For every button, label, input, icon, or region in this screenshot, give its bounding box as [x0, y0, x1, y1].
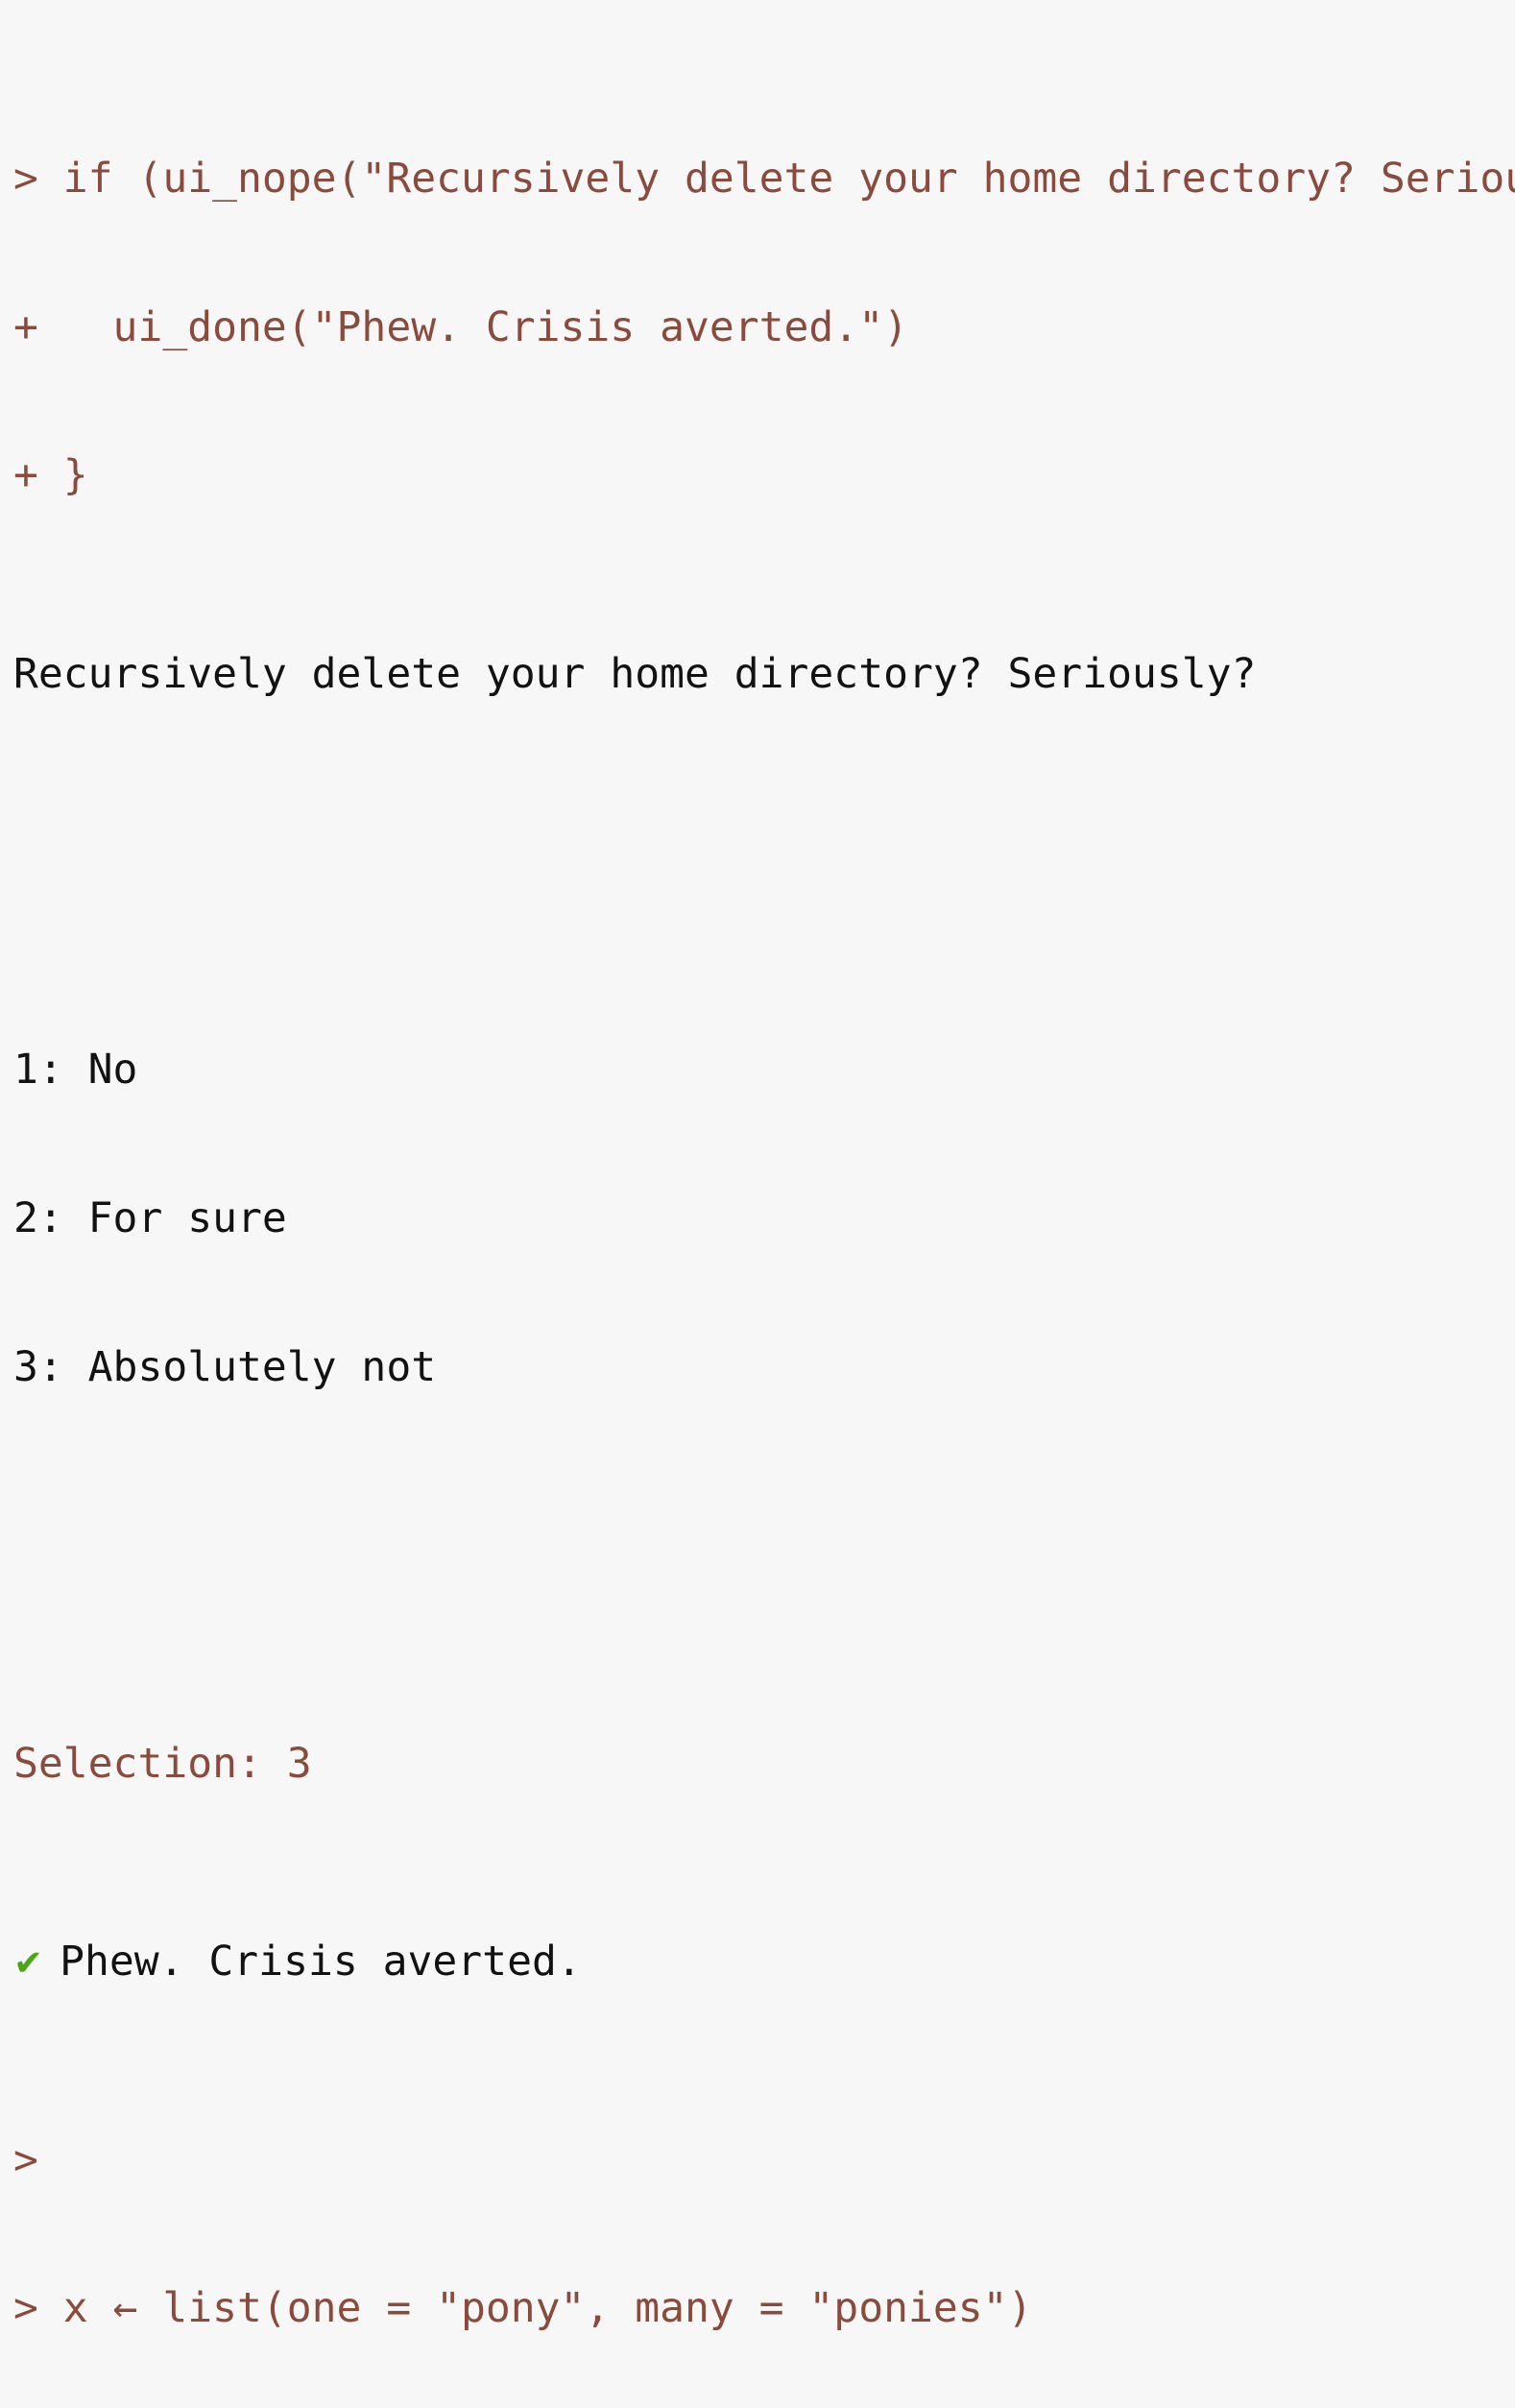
- console-line-prompt: >: [13, 2135, 38, 2184]
- console-blank-line: [13, 1541, 1515, 1591]
- menu-option-3: 3: Absolutely not: [13, 1343, 437, 1392]
- menu-selection-echo: Selection: 3: [13, 1739, 312, 1788]
- console-line-input: + ui_done("Phew. Crisis averted."): [13, 302, 908, 351]
- menu-option-2: 2: For sure: [13, 1194, 287, 1243]
- console-line-output: Recursively delete your home directory? …: [13, 649, 1257, 698]
- success-message: Phew. Crisis averted.: [35, 1938, 582, 1987]
- console-line-input: > x ← list(one = "pony", many = "ponies"…: [13, 2284, 1033, 2333]
- console-line-success: ✔ Phew. Crisis averted.: [13, 1938, 1515, 1987]
- menu-option-1: 1: No: [13, 1046, 138, 1095]
- console-line-input: > if (ui_nope("Recursively delete your h…: [13, 154, 1515, 203]
- terminal-console[interactable]: > if (ui_nope("Recursively delete your h…: [0, 0, 1515, 2332]
- console-line-input: + }: [13, 451, 88, 500]
- success-check-icon: ✔: [13, 1942, 43, 1985]
- console-blank-line: [13, 848, 1515, 898]
